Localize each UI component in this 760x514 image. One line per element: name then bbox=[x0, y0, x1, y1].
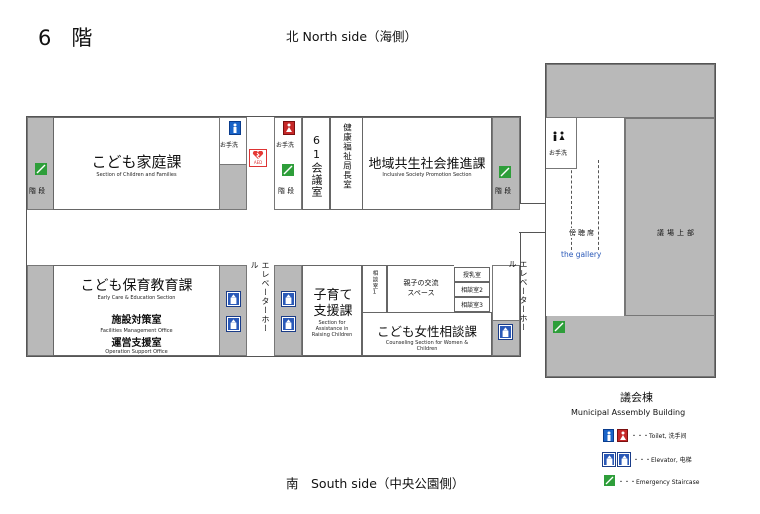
legend-toilet-text: ・・・Toilet, 洗手间 bbox=[631, 433, 687, 440]
emergency-stair-icon bbox=[35, 163, 47, 175]
room-name-ja: こども保育教育課 bbox=[80, 278, 193, 294]
room-soudan3: 相談室3 bbox=[454, 297, 490, 312]
room-61-meeting: 61会議室 bbox=[302, 117, 330, 210]
room-61-label: 61会議室 bbox=[310, 134, 323, 198]
emergency-stair-icon bbox=[282, 164, 294, 176]
toilet-women-icon bbox=[617, 429, 628, 442]
stairs-label: 階 段 bbox=[278, 187, 295, 195]
toilet-icon bbox=[229, 121, 241, 135]
floor-label: 階 bbox=[71, 26, 95, 50]
assembly-service-top bbox=[546, 64, 715, 118]
service-nw bbox=[219, 164, 247, 210]
toilet-women-icon bbox=[283, 121, 295, 135]
room-shisetsu: 施設対策室 bbox=[111, 315, 162, 326]
otearai-label: お手洗 bbox=[220, 142, 239, 149]
legend-building-ja: 議会棟 bbox=[620, 391, 653, 404]
room-hoiku: こども保育教育課 Early Care & Education Section … bbox=[53, 265, 220, 356]
floor-outline bbox=[26, 116, 521, 357]
otearai-label: お手洗 bbox=[276, 142, 295, 149]
room-soudan2: 相談室2 bbox=[454, 282, 490, 297]
room-name-ja: こども家庭課 bbox=[91, 153, 182, 171]
room-name-ja: 地域共生社会推進課 bbox=[368, 157, 486, 172]
room-unei-en: Operation Support Office bbox=[105, 349, 168, 355]
gallery-dash-1 bbox=[571, 160, 572, 250]
stair-area-sw bbox=[27, 265, 54, 356]
south-label: 南 South side（中央公園側） bbox=[286, 476, 465, 491]
room-kosodate: 子育て支援課 Section for Assistance in Raising… bbox=[302, 265, 362, 356]
room-name-en3: Raising Children bbox=[311, 332, 353, 338]
room-soudan2-label: 相談室2 bbox=[461, 287, 483, 294]
elevator-icon bbox=[281, 316, 296, 332]
legend-stair-text: ・・・Emergency Staircase bbox=[618, 479, 700, 486]
emergency-stair-icon bbox=[499, 166, 511, 178]
room-name-en2: Assistance in bbox=[315, 326, 349, 332]
elevator-icon bbox=[281, 291, 296, 307]
elevator-area-w bbox=[219, 265, 247, 356]
stairs-label: 階 段 bbox=[29, 187, 46, 195]
chamber-label: 議場上部 bbox=[657, 229, 697, 237]
room-kenko-director: 健康福祉局長室 bbox=[330, 117, 363, 210]
toilet-icon bbox=[551, 130, 567, 142]
aed-label: AED bbox=[253, 160, 263, 165]
gallery-label: 傍聴席 bbox=[569, 228, 596, 238]
room-oyako-line2: スペース bbox=[407, 289, 435, 297]
elevator-area-s bbox=[274, 265, 302, 356]
stair-area-ne bbox=[492, 117, 520, 210]
floor-number: 6 bbox=[38, 26, 54, 50]
assembly-chamber-top bbox=[625, 118, 715, 316]
room-name-ja: こども女性相談課 bbox=[376, 324, 477, 339]
room-name-en1: Section for bbox=[318, 320, 346, 326]
room-name-en2: Children bbox=[416, 346, 438, 352]
elevator-hall-label-e: エレベーターホール bbox=[508, 260, 528, 332]
room-name-en: Section of Children and Families bbox=[96, 172, 177, 178]
corridor-connector bbox=[519, 203, 547, 233]
emergency-stair-icon bbox=[553, 321, 565, 333]
room-soudan3-label: 相談室3 bbox=[461, 302, 483, 309]
room-junyu-label: 授乳室 bbox=[462, 272, 481, 279]
room-kenko-label: 健康福祉局長室 bbox=[341, 123, 352, 190]
assembly-building-outline bbox=[545, 63, 716, 378]
legend-building-en: Municipal Assembly Building bbox=[571, 408, 686, 417]
toilet-icon bbox=[603, 429, 614, 442]
elevator-icon bbox=[617, 452, 631, 467]
room-chiiki: 地域共生社会推進課 Inclusive Society Promotion Se… bbox=[362, 117, 492, 210]
room-shisetsu-en: Facilities Management Office bbox=[100, 328, 173, 334]
room-name-en1: Counseling Section for Women & bbox=[385, 340, 469, 346]
stairs-label: 階 段 bbox=[495, 187, 512, 195]
elevator-icon bbox=[226, 291, 241, 307]
room-oyako-line1: 親子の交流 bbox=[403, 279, 439, 287]
room-kodomo-katei: こども家庭課 Section of Children and Families bbox=[53, 117, 220, 210]
elevator-icon bbox=[498, 324, 513, 340]
room-soudan1-label: 相談室1 bbox=[371, 270, 378, 297]
room-junyu: 授乳室 bbox=[454, 267, 490, 282]
room-name-ja: 子育て支援課 bbox=[313, 288, 353, 319]
room-name-en: Early Care & Education Section bbox=[97, 295, 176, 301]
elevator-icon bbox=[602, 452, 616, 467]
gallery-dash-2 bbox=[598, 160, 599, 250]
north-label: 北 North side（海側） bbox=[286, 29, 418, 44]
elevator-hall-label-w: エレベーターホール bbox=[250, 261, 270, 333]
room-oyako: 親子の交流 スペース bbox=[387, 265, 454, 313]
room-name-en: Inclusive Society Promotion Section bbox=[382, 172, 472, 178]
elevator-icon bbox=[226, 316, 241, 332]
legend-elevator-text: ・・・Elevator, 电梯 bbox=[633, 457, 692, 464]
room-unei: 運営支援室 bbox=[111, 338, 162, 349]
room-josei: こども女性相談課 Counseling Section for Women & … bbox=[362, 312, 492, 356]
gallery-en-label: the gallery bbox=[561, 250, 602, 259]
assembly-service-bottom bbox=[546, 315, 715, 377]
otearai-label: お手洗 bbox=[549, 150, 568, 157]
emergency-stair-icon bbox=[604, 475, 615, 486]
stair-area-nw bbox=[27, 117, 54, 210]
gallery-upper-box bbox=[546, 118, 577, 169]
aed-icon: AED bbox=[249, 149, 267, 167]
room-soudan1: 相談室1 bbox=[362, 265, 387, 313]
